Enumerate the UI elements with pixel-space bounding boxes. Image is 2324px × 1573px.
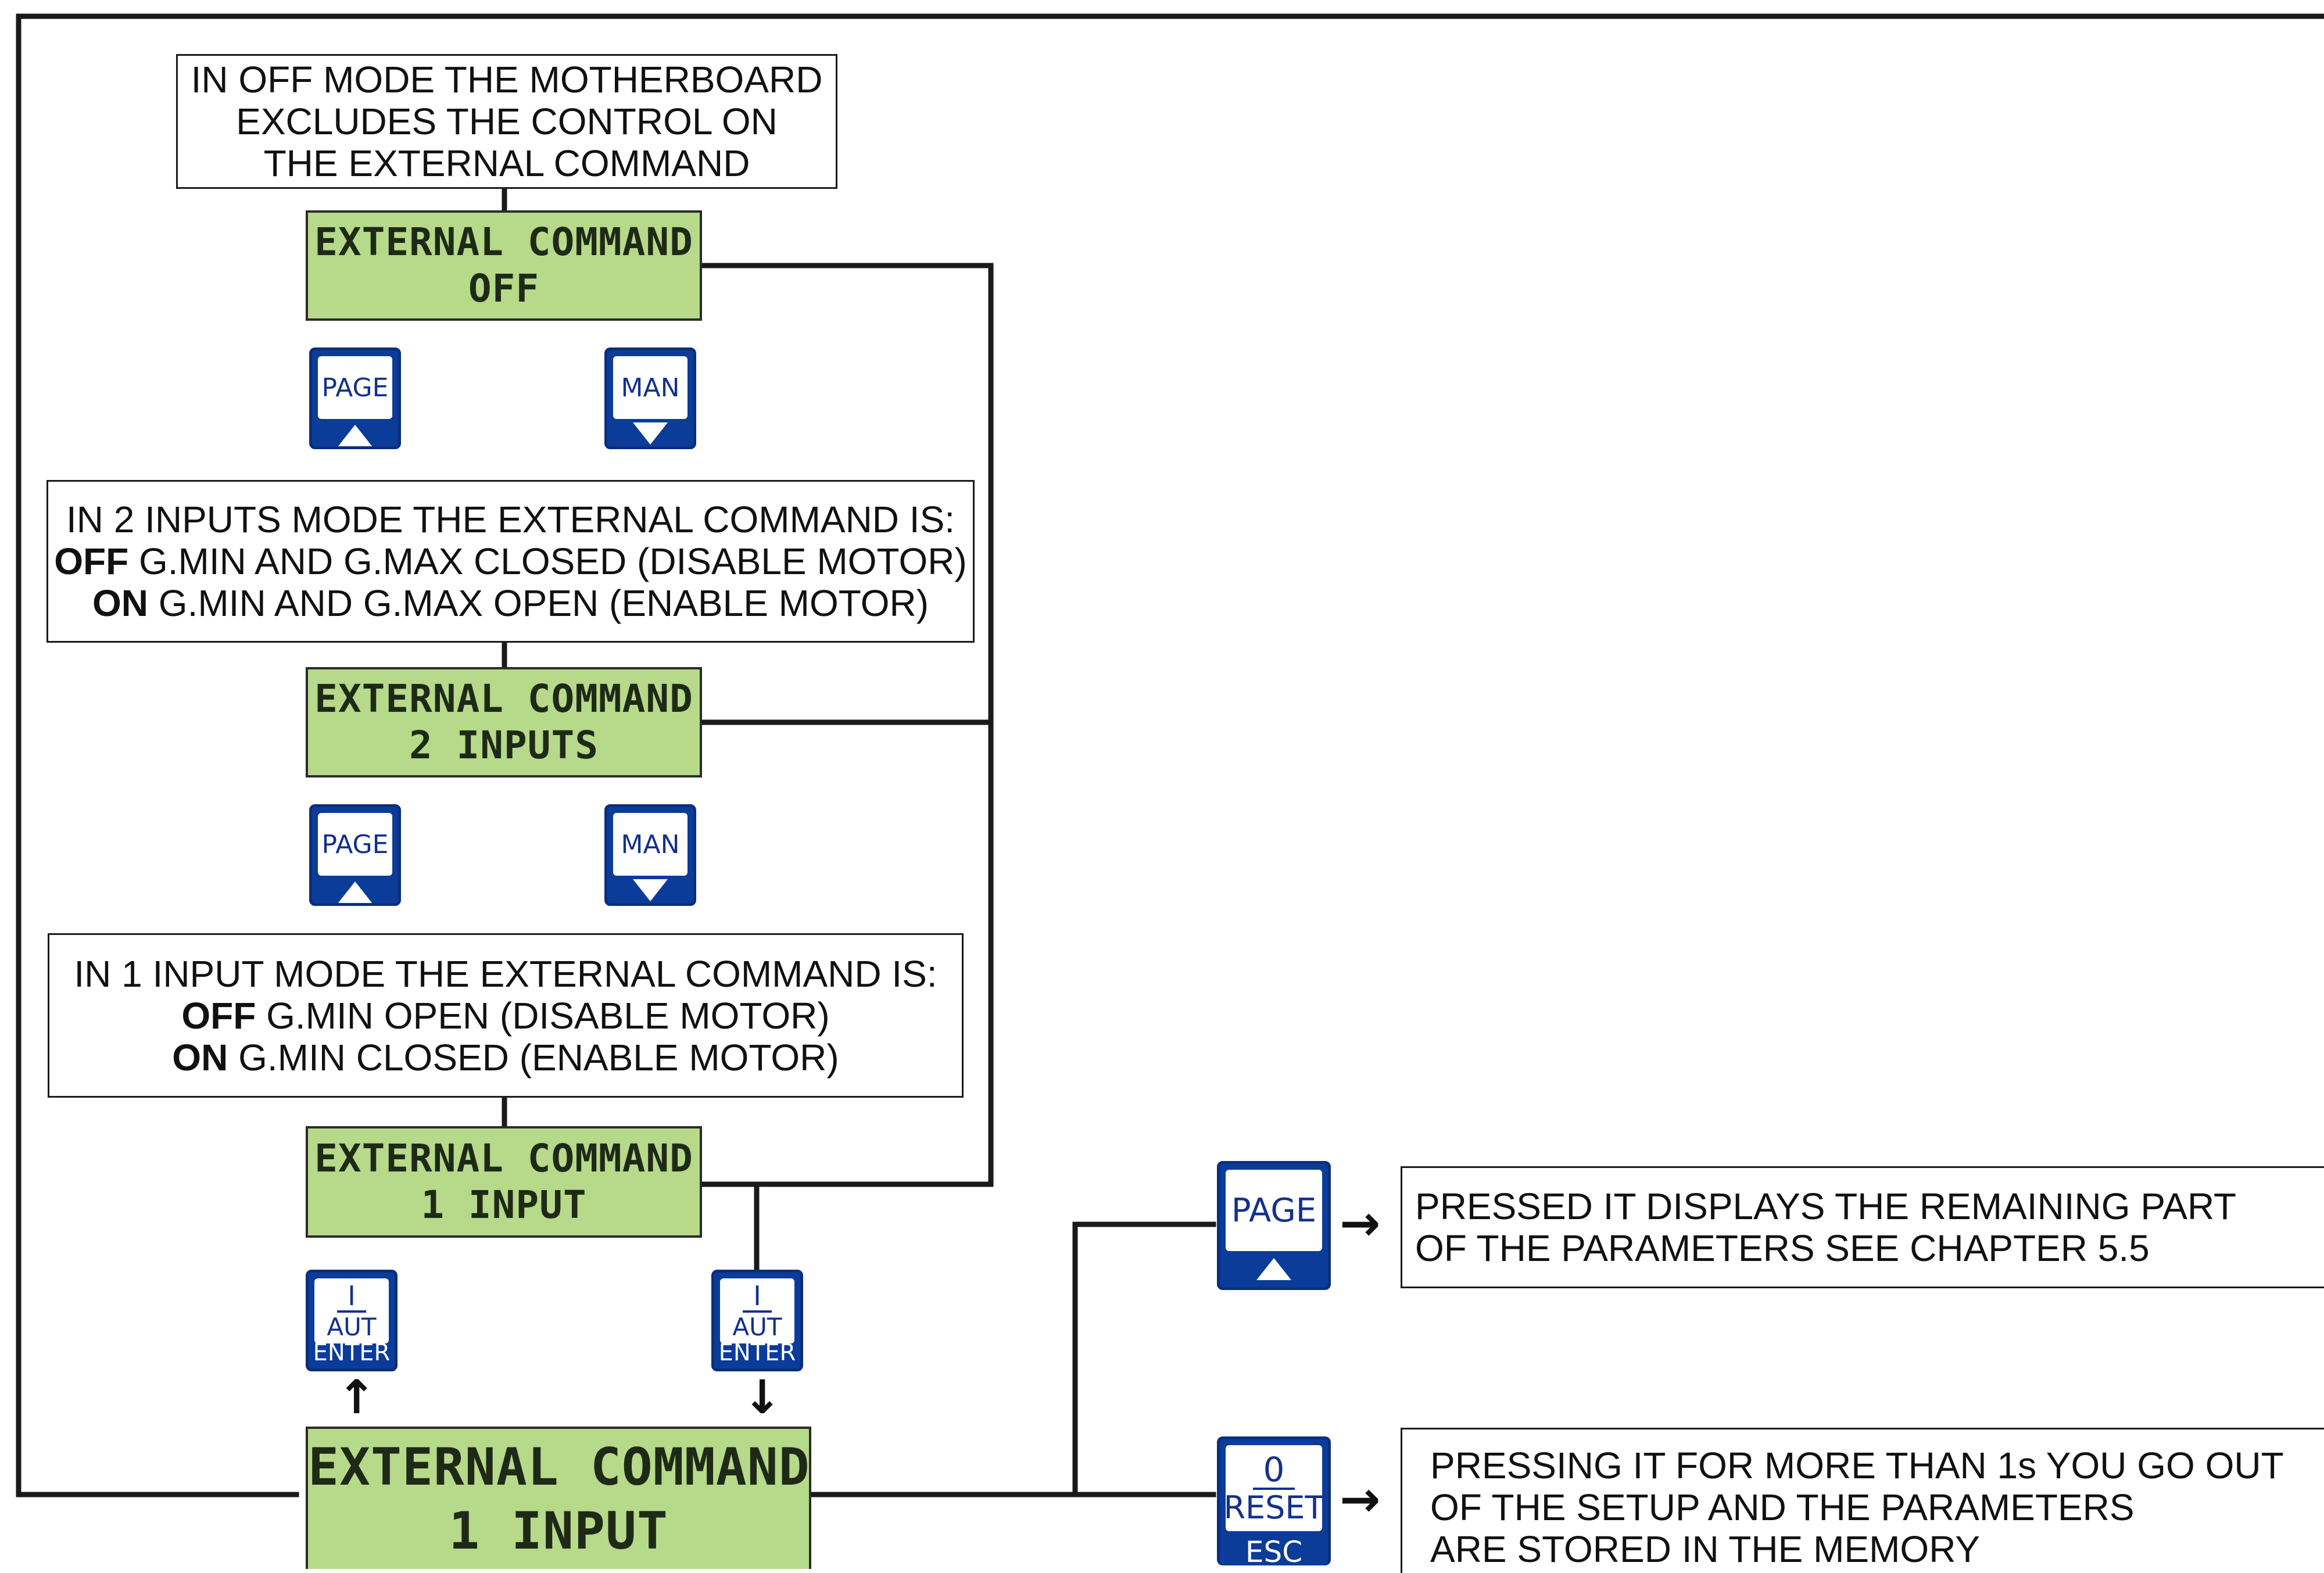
lcd-line-1: EXTERNAL COMMAND [314,676,693,721]
up-arrow-icon: ↑ [337,1370,377,1424]
lcd-display-main: EXTERNAL COMMAND 1 INPUT [306,1427,811,1569]
key-label-mid: AUT [327,1313,377,1341]
off-mode-note: IN OFF MODE THE MOTHERBOARD EXCLUDES THE… [176,54,837,189]
off-label: OFF [54,540,129,582]
up-triangle-icon [338,425,373,446]
one-input-note-line: IN 1 INPUT MODE THE EXTERNAL COMMAND IS: [74,952,937,995]
on-label: ON [92,582,148,624]
two-inputs-on-line: ON G.MIN AND G.MAX OPEN (ENABLE MOTOR) [48,582,973,624]
esc-reset-button[interactable]: 0 RESET ESC [1217,1436,1331,1565]
one-input-on-text: G.MIN CLOSED (ENABLE MOTOR) [228,1036,839,1078]
one-input-off-text: G.MIN OPEN (DISABLE MOTOR) [256,994,830,1037]
key-label-top: I [337,1282,366,1313]
page-description-line: OF THE PARAMETERS SEE CHAPTER 5.5 [1415,1227,2150,1269]
reset-description-line: PRESSING IT FOR MORE THAN 1s YOU GO OUT [1430,1445,2284,1486]
key-label-top: 0 [1252,1453,1295,1490]
key-label-foot: ENTER [313,1339,391,1366]
man-down-button[interactable]: MAN [604,347,696,449]
two-inputs-note-line: IN 2 INPUTS MODE THE EXTERNAL COMMAND IS… [66,499,955,540]
two-inputs-on-text: G.MIN AND G.MAX OPEN (ENABLE MOTOR) [148,582,929,624]
two-inputs-off-line: OFF G.MIN AND G.MAX CLOSED (DISABLE MOTO… [48,540,973,582]
key-face: PAGE [1226,1170,1322,1251]
lcd-line-2: 2 INPUTS [409,723,599,768]
reset-description-line: ARE STORED IN THE MEMORY [1430,1528,1980,1570]
key-label-foot: ESC [1245,1535,1303,1565]
page-key-description: PRESSED IT DISPLAYS THE REMAINING PART O… [1401,1166,2324,1288]
key-face: PAGE [318,813,392,876]
key-label-mid: AUT [732,1313,782,1341]
key-label: PAGE [321,372,389,403]
lcd-line-1: EXTERNAL COMMAND [314,220,693,264]
key-label-stack: I AUT [732,1282,782,1339]
one-input-off-line: OFF G.MIN OPEN (DISABLE MOTOR) [49,995,962,1037]
key-face: PAGE [318,356,392,419]
page-description-line: PRESSED IT DISPLAYS THE REMAINING PART [1415,1185,2237,1227]
two-inputs-note: IN 2 INPUTS MODE THE EXTERNAL COMMAND IS… [46,480,975,643]
reset-description-line: OF THE SETUP AND THE PARAMETERS [1430,1486,2135,1528]
lcd-display-off: EXTERNAL COMMAND OFF [306,210,702,321]
off-label: OFF [181,994,256,1037]
enter-button[interactable]: I AUT ENTER [711,1270,803,1371]
reset-key-description: PRESSING IT FOR MORE THAN 1s YOU GO OUT … [1401,1428,2324,1573]
one-input-on-line: ON G.MIN CLOSED (ENABLE MOTOR) [49,1037,962,1078]
lcd-line-1: EXTERNAL COMMAND [314,1136,693,1181]
page-button[interactable]: PAGE [1217,1161,1331,1290]
lcd-line-2: 1 INPUT [449,1500,668,1561]
lcd-display-two-inputs: EXTERNAL COMMAND 2 INPUTS [306,667,702,777]
man-down-button[interactable]: MAN [604,804,696,906]
right-arrow-icon: → [1340,1471,1381,1528]
down-triangle-icon [633,879,668,901]
off-mode-note-line: THE EXTERNAL COMMAND [263,142,750,184]
off-mode-note-line: IN OFF MODE THE MOTHERBOARD [191,59,823,101]
page-up-button[interactable]: PAGE [309,804,401,906]
down-arrow-icon: ↓ [743,1370,782,1424]
down-triangle-icon [633,422,668,445]
key-label-stack: 0 RESET [1223,1453,1324,1524]
key-label-mid: RESET [1223,1489,1324,1526]
right-arrow-icon: → [1340,1195,1381,1252]
key-face: I AUT [720,1278,794,1343]
key-label: PAGE [1231,1191,1317,1230]
key-face: MAN [613,813,687,876]
lcd-line-2: 1 INPUT [421,1183,587,1227]
page-up-button[interactable]: PAGE [309,347,401,449]
key-label-foot: ENTER [718,1339,796,1366]
lcd-line-2: OFF [468,266,540,311]
key-label-stack: I AUT [327,1282,376,1339]
enter-button[interactable]: I AUT ENTER [306,1270,398,1371]
key-face: MAN [613,356,687,419]
key-face: 0 RESET [1223,1445,1324,1531]
lcd-line-1: EXTERNAL COMMAND [308,1436,810,1497]
up-triangle-icon [338,882,373,903]
key-label: MAN [621,372,680,403]
key-label: PAGE [321,829,389,859]
key-label: MAN [621,829,680,859]
two-inputs-off-text: G.MIN AND G.MAX CLOSED (DISABLE MOTOR) [128,540,967,582]
key-label-top: I [743,1282,772,1313]
key-face: I AUT [314,1278,389,1343]
one-input-note: IN 1 INPUT MODE THE EXTERNAL COMMAND IS:… [48,933,964,1098]
off-mode-note-line: EXCLUDES THE CONTROL ON [236,101,778,142]
on-label: ON [172,1036,228,1078]
lcd-display-one-input: EXTERNAL COMMAND 1 INPUT [306,1126,702,1238]
up-triangle-icon [1256,1258,1291,1280]
